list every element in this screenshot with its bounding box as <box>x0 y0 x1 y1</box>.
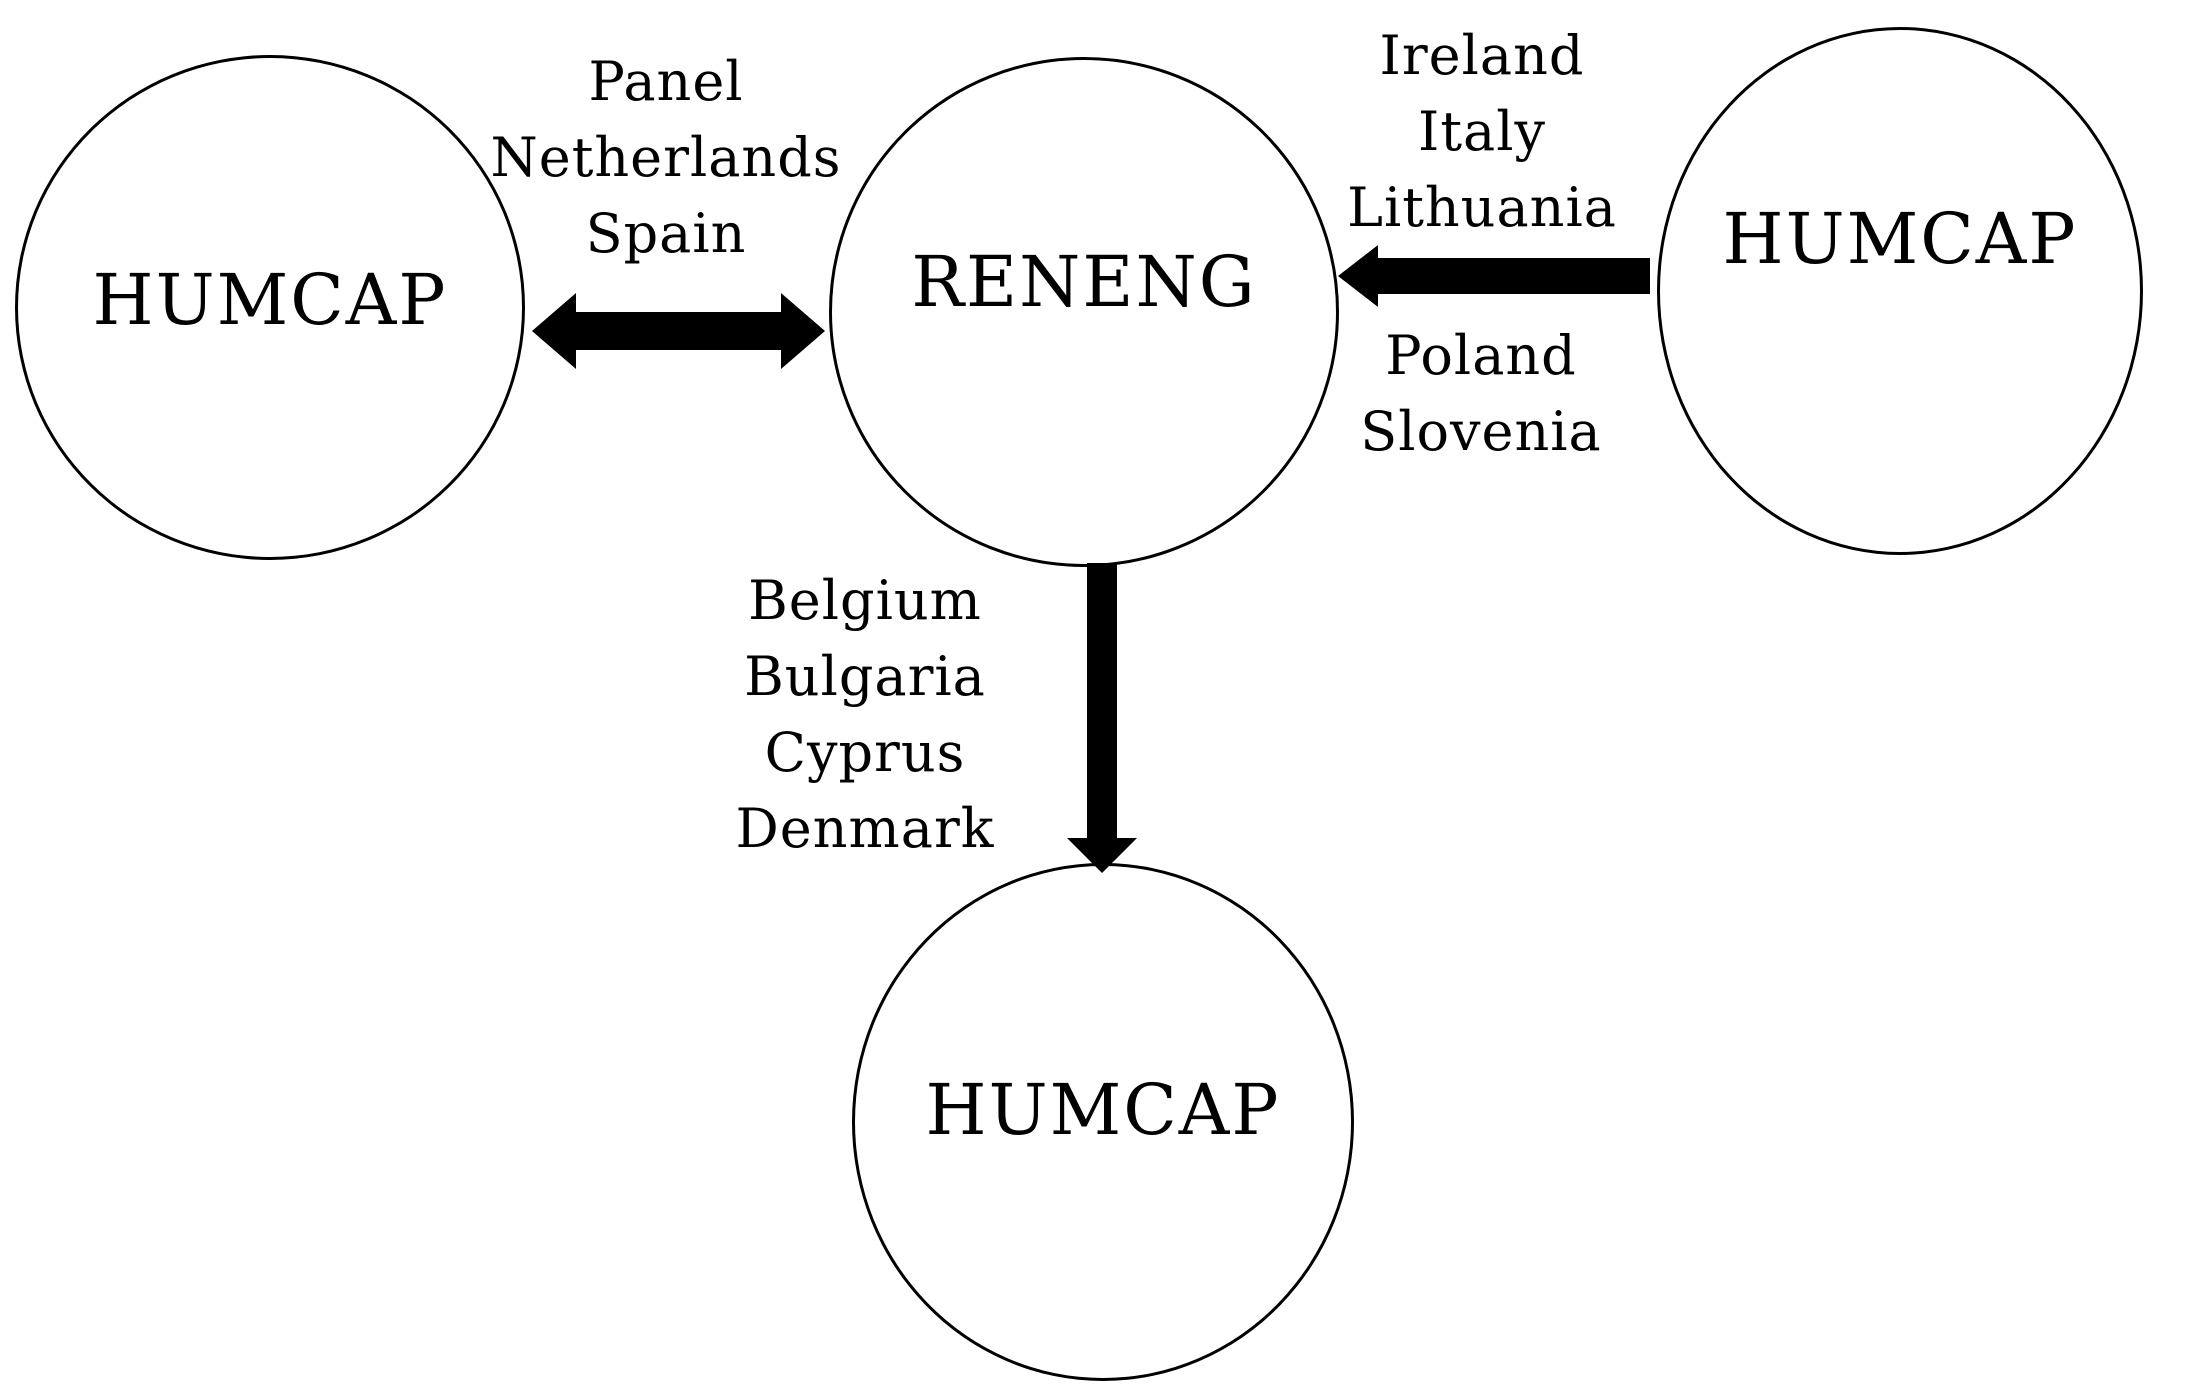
edge-label-line: Cyprus <box>764 721 966 784</box>
edge-label-line: Ireland <box>1379 24 1585 87</box>
node-label: RENENG <box>911 241 1257 323</box>
edge-label-line: Denmark <box>735 797 995 860</box>
edge-label-line: Italy <box>1417 100 1546 163</box>
edge-label-line: Lithuania <box>1347 176 1617 239</box>
edge-labels-right-center-below: Poland Slovenia <box>1261 318 1701 470</box>
edge-label-line: Poland <box>1385 324 1577 387</box>
bidirectional-arrow-icon <box>532 293 825 369</box>
edge-labels-center-bottom: Belgium Bulgaria Cyprus Denmark <box>645 563 1085 867</box>
node-label: HUMCAP <box>925 1069 1281 1151</box>
node-label: HUMCAP <box>1722 198 2078 280</box>
edge-labels-right-center-above: Ireland Italy Lithuania <box>1262 18 1702 246</box>
edge-label-line: Slovenia <box>1360 400 1602 463</box>
node-humcap-bottom: HUMCAP <box>852 863 1354 1381</box>
edge-label-line: Spain <box>585 202 747 265</box>
node-label: HUMCAP <box>92 258 448 341</box>
node-humcap-left: HUMCAP <box>15 55 525 560</box>
edge-label-line: Panel <box>588 50 744 113</box>
edge-labels-left-center: Panel Netherlands Spain <box>446 44 886 272</box>
edge-label-line: Bulgaria <box>744 645 986 708</box>
edge-label-line: Belgium <box>748 569 982 632</box>
leftward-arrow-icon <box>1338 245 1650 307</box>
edge-label-line: Netherlands <box>490 126 842 189</box>
node-humcap-right: HUMCAP <box>1657 27 2143 555</box>
